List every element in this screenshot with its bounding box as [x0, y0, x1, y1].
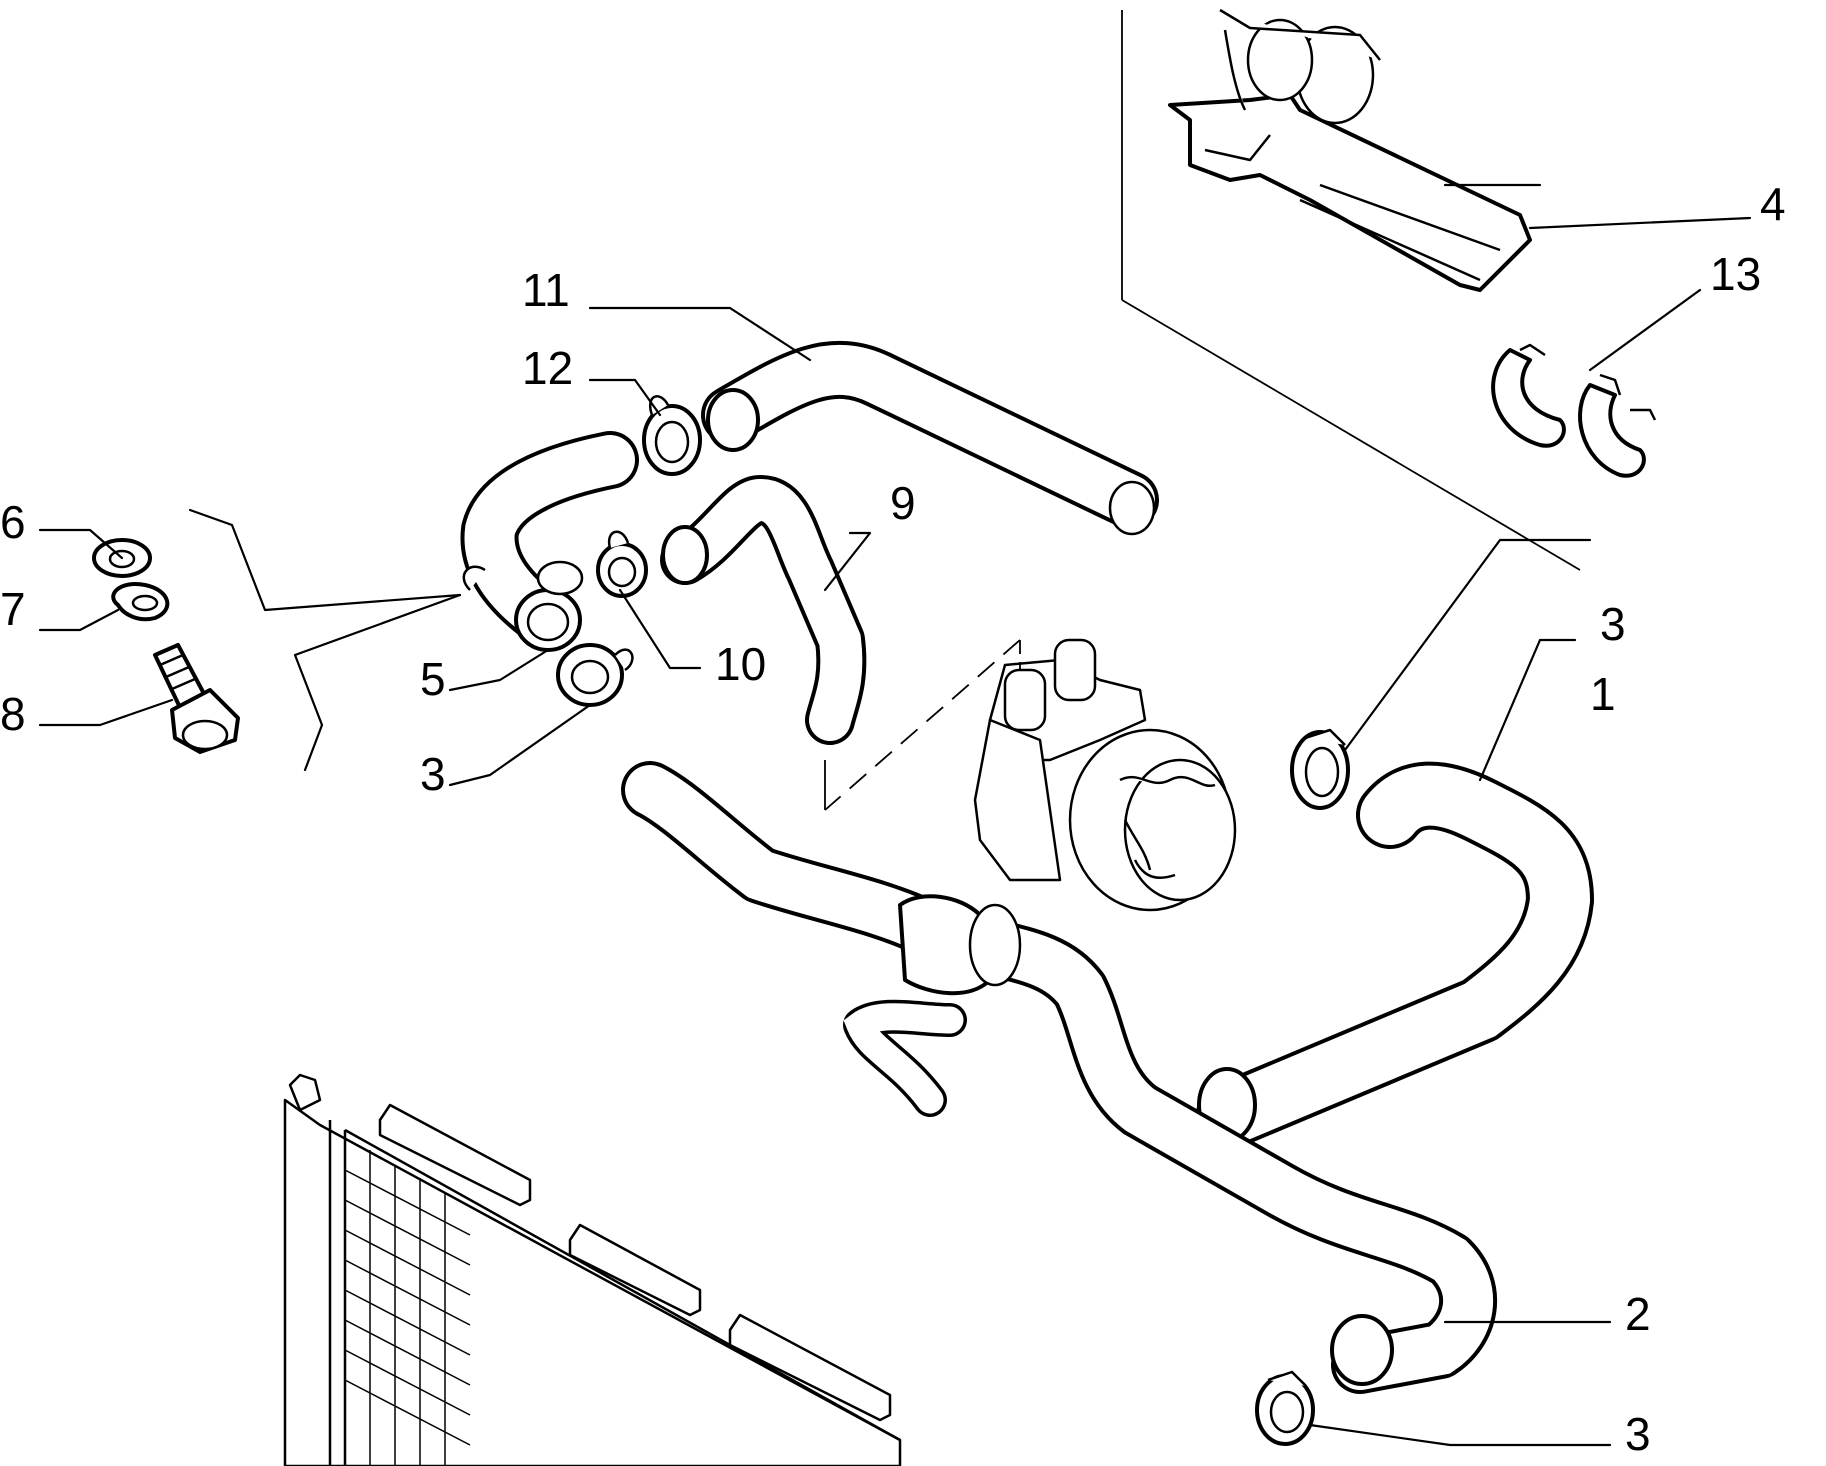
callout-5: 5 [420, 653, 446, 705]
part-4-bracket [1168, 8, 1532, 292]
inset-frame [1121, 10, 1581, 571]
callout-6: 6 [0, 496, 26, 548]
callout-8: 8 [0, 688, 26, 740]
part-13-double-clip [1491, 343, 1657, 478]
mounting-reference-lines [188, 508, 462, 772]
thermostat-housing [824, 638, 1237, 912]
part-10-clamp [596, 530, 648, 598]
part-7-spring-washer [111, 582, 170, 622]
callout-labels: 4 13 11 12 9 10 5 3 6 7 8 3 1 2 3 [0, 178, 1786, 1460]
part-3-clamp-right [1290, 728, 1350, 810]
callout-1: 1 [1590, 668, 1616, 720]
part-9-hose [660, 475, 867, 745]
part-3-clamp-left [556, 643, 634, 707]
callout-2: 2 [1625, 1288, 1651, 1340]
part-3-clamp-bottom [1255, 1370, 1315, 1446]
callout-4: 4 [1760, 178, 1786, 230]
callout-10: 10 [715, 638, 766, 690]
callout-9: 9 [890, 477, 916, 529]
part-12-clamp [642, 395, 702, 476]
callout-3-bottom: 3 [1625, 1408, 1651, 1460]
part-5-elbow-hose [460, 431, 639, 652]
part-2-lower-hose [621, 761, 1497, 1394]
callout-3-right: 3 [1600, 598, 1626, 650]
callout-13: 13 [1710, 248, 1761, 300]
part-1-hose [1196, 761, 1594, 1149]
leader-lines [38, 183, 1752, 1447]
part-8-bolt [153, 643, 240, 754]
part-11-upper-hose [701, 340, 1159, 536]
radiator-core [283, 1073, 902, 1466]
callout-3-left: 3 [420, 748, 446, 800]
callout-7: 7 [0, 583, 26, 635]
callout-12: 12 [522, 342, 573, 394]
callout-11: 11 [522, 264, 570, 316]
